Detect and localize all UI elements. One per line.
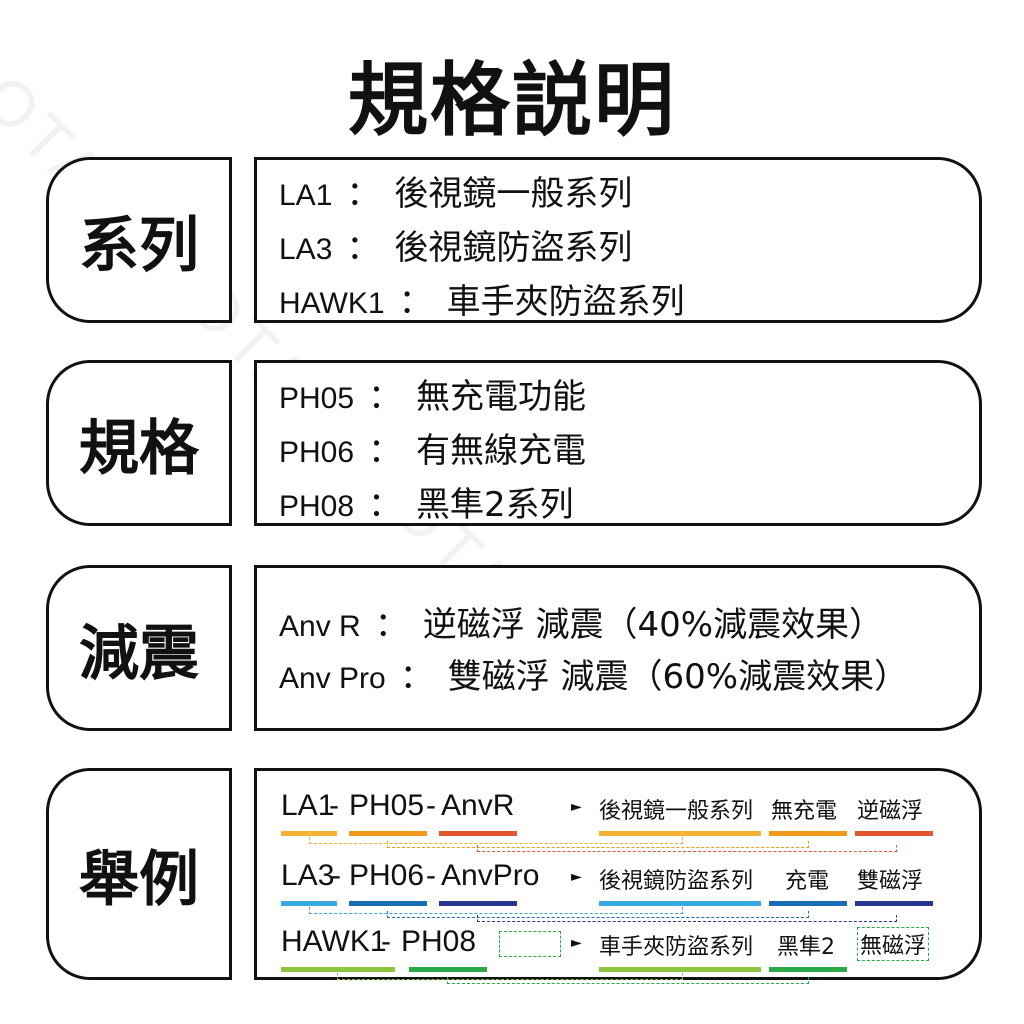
underline-shock-meaning: [855, 831, 933, 836]
no-maglev-badge: 無磁浮: [857, 927, 930, 961]
arrow-icon: ►: [571, 935, 582, 951]
section-content-spec: PH05：無充電功能 PH06：有無線充電 PH08：黑隼2系列: [254, 360, 982, 526]
spec-line: PH06：有無線充電: [279, 431, 587, 471]
connector: [477, 915, 897, 922]
underline-spec-meaning: [769, 831, 847, 836]
series-line: LA3：後視鏡防盜系列: [279, 228, 633, 268]
spec-line: PH05：無充電功能: [279, 377, 587, 417]
underline-spec-meaning: [769, 901, 847, 906]
underline-spec: [409, 967, 487, 972]
section-label-example: 舉例: [46, 768, 232, 980]
underline-shock: [439, 831, 517, 836]
section-content-series: LA1：後視鏡一般系列 LA3：後視鏡防盜系列 HAWK1：車手夾防盜系列: [254, 157, 982, 323]
underline-series-meaning: [599, 967, 761, 972]
connector: [337, 973, 683, 980]
underline-spec: [349, 831, 427, 836]
connector: [447, 977, 809, 984]
arrow-icon: ►: [571, 869, 582, 885]
section-label-spec: 規格: [46, 360, 232, 526]
underline-shock-meaning: [855, 901, 933, 906]
shock-line: Anv Pro：雙磁浮 減震（60%減震效果）: [279, 657, 909, 697]
underline-series: [281, 901, 337, 906]
shock-line: Anv R：逆磁浮 減震（40%減震效果）: [279, 605, 884, 645]
section-label-series: 系列: [46, 157, 232, 323]
connector: [387, 911, 809, 918]
underline-spec: [349, 901, 427, 906]
underline-series: [281, 967, 395, 972]
series-line: LA1：後視鏡一般系列: [279, 174, 633, 214]
page-title: 規格説明: [348, 54, 676, 147]
empty-shock-placeholder: [499, 931, 561, 957]
arrow-icon: ►: [571, 799, 582, 815]
series-line: HAWK1：車手夾防盜系列: [279, 282, 685, 322]
underline-shock: [439, 901, 517, 906]
connector: [477, 845, 897, 852]
section-label-shock: 減震: [46, 565, 232, 731]
section-content-example: LA1 - PH05 - AnvR ► 後視鏡一般系列 無充電 逆磁浮 LA3 …: [254, 768, 982, 984]
underline-series: [281, 831, 337, 836]
connector: [309, 907, 683, 914]
underline-series-meaning: [599, 831, 761, 836]
spec-line: PH08：黑隼2系列: [279, 485, 574, 525]
connector: [387, 841, 809, 848]
underline-series-meaning: [599, 901, 761, 906]
connector: [309, 837, 683, 844]
section-content-shock: Anv R：逆磁浮 減震（40%減震效果） Anv Pro：雙磁浮 減震（60%…: [254, 565, 982, 731]
underline-spec-meaning: [769, 967, 847, 972]
